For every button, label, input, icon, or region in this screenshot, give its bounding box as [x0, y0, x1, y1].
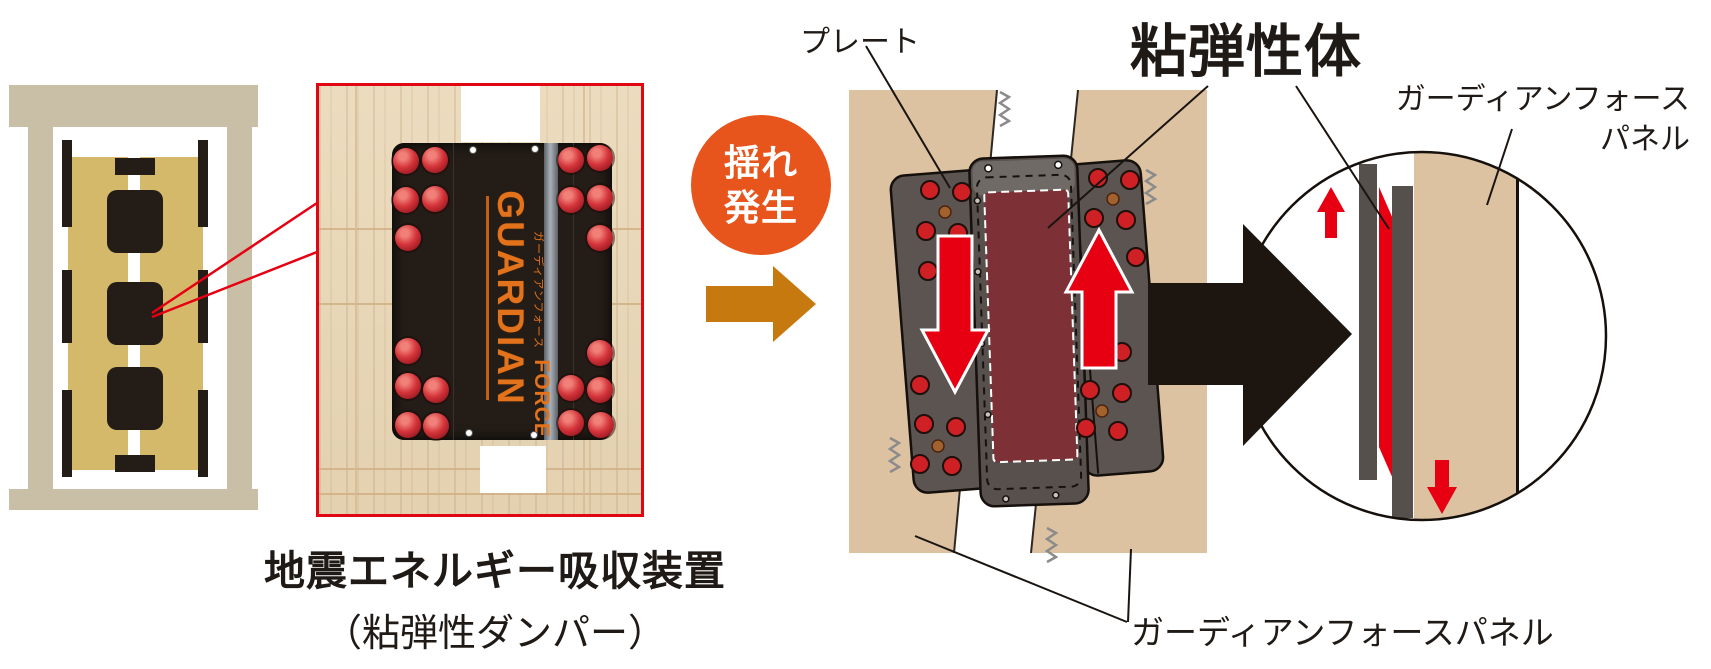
screw: [531, 432, 537, 438]
bolt: [393, 187, 419, 213]
schematic-fixing-strips: [62, 140, 208, 477]
shear-down-arrow-icon: [919, 234, 991, 396]
bolt: [423, 413, 449, 439]
bolt: [558, 375, 584, 401]
panel-gap-top: [461, 86, 540, 142]
bolt: [423, 377, 449, 403]
panel-gap-bottom: [480, 446, 546, 493]
device-seam: [573, 143, 574, 440]
device-seam: [453, 143, 454, 440]
screw: [470, 147, 476, 153]
photo-caption: 地震エネルギー吸収装置 （粘弾性ダンパー）: [240, 537, 750, 657]
device-brand-sub-en: FORCE: [530, 359, 553, 438]
guardian-force-panel-label-bottom: ガーディアンフォースパネル: [1131, 614, 1554, 651]
damper-photo: GUARDIAN ガーディアンフォース FORCE: [316, 83, 644, 517]
impact-arrow-icon: [1148, 224, 1352, 446]
spring-icon: [887, 90, 1158, 564]
bolt: [393, 148, 419, 174]
bolt: [422, 147, 448, 173]
shake-badge-line1: 揺れ: [723, 141, 798, 183]
bolt: [422, 186, 448, 212]
bolt: [587, 340, 613, 366]
viscoelastic-body-shape: [983, 188, 1079, 464]
screw: [532, 146, 538, 152]
micro-up-arrow-icon: [1317, 187, 1345, 238]
plate-bolts: [910, 168, 1146, 476]
mag-panel-edge: [1516, 152, 1519, 520]
bolt: [587, 225, 613, 251]
wood-seam: [355, 86, 357, 514]
viscoelastic-body-label: 粘弾性体: [1130, 20, 1362, 84]
bolt: [558, 187, 584, 213]
mag-panel: [1414, 152, 1517, 520]
bolt: [395, 373, 421, 399]
frame-bottom-beam: [9, 489, 258, 510]
frame-right-stud: [227, 127, 252, 489]
device-brand-sub-jp: ガーディアンフォース: [532, 231, 544, 349]
mag-plate-bar-left: [1359, 164, 1377, 480]
leader-lines: [865, 45, 1513, 623]
caption-subtitle: （粘弾性ダンパー）: [323, 613, 666, 655]
deformation-diagram: [849, 89, 1207, 564]
device-brand-text: GUARDIAN: [490, 190, 531, 406]
frame-top-beam: [9, 85, 258, 127]
bolt: [587, 377, 613, 403]
shear-up-arrow-icon: [1063, 226, 1135, 370]
plate-bolts-brown: [931, 192, 1120, 453]
bolt: [395, 338, 421, 364]
photo-callout-lines: [151, 201, 318, 319]
magnifier-circle: [1236, 150, 1608, 522]
shake-badge-line2: 発生: [723, 187, 798, 228]
guardian-force-panel-label-line1: ガーディアンフォース: [1395, 83, 1690, 116]
bolt: [587, 185, 613, 211]
screw: [466, 430, 472, 436]
bolt: [395, 225, 421, 251]
device-brand-subtext: ガーディアンフォース FORCE: [529, 231, 553, 438]
caption-title: 地震エネルギー吸収装置: [264, 548, 726, 594]
plate-label: プレート: [800, 26, 920, 59]
micro-down-arrow-icon: [1427, 460, 1457, 514]
bolt: [587, 145, 613, 171]
wall-frame-schematic: [9, 85, 318, 510]
shake-arrow-icon: [706, 266, 816, 342]
shake-badge: 揺れ 発生: [691, 115, 831, 255]
frame-left-stud: [28, 127, 53, 489]
bolt: [558, 410, 584, 436]
wood-seam: [319, 493, 641, 495]
guardian-force-panel-label-line2: パネル: [1600, 122, 1690, 156]
bolt: [588, 412, 614, 438]
device-stripe: [544, 143, 558, 440]
bolt: [558, 147, 584, 173]
mag-viscoelastic-stripe: [1379, 187, 1393, 479]
brand-underline: [486, 196, 489, 400]
bolt: [395, 412, 421, 438]
mag-plate-bar-right: [1392, 186, 1413, 518]
guardian-force-panel-label-top: ガーディアンフォース パネル: [1330, 80, 1690, 159]
schematic-damper-blocks: [107, 190, 163, 430]
